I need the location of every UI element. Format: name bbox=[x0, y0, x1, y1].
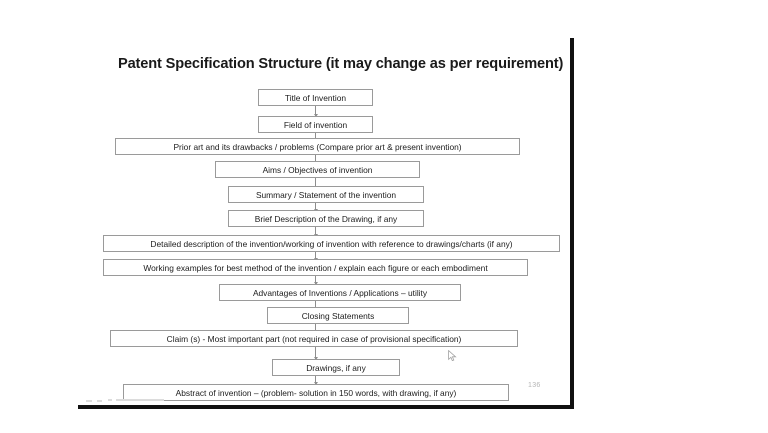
page-title: Patent Specification Structure (it may c… bbox=[118, 56, 564, 72]
flow-node-title-of-invention[interactable]: Title of Invention bbox=[258, 89, 373, 106]
slide-right-border bbox=[570, 38, 574, 409]
connector-arrow-12 bbox=[313, 376, 318, 385]
connector-arrow-8 bbox=[313, 276, 318, 285]
flow-node-drawings[interactable]: Drawings, if any bbox=[272, 359, 400, 376]
scan-artifact bbox=[97, 400, 102, 402]
flow-node-detailed-description[interactable]: Detailed description of the invention/wo… bbox=[103, 235, 560, 252]
flow-node-aims-objectives[interactable]: Aims / Objectives of invention bbox=[215, 161, 420, 178]
flow-node-claims[interactable]: Claim (s) - Most important part (not req… bbox=[110, 330, 518, 347]
flow-node-field-of-invention[interactable]: Field of invention bbox=[258, 116, 373, 133]
scan-artifact bbox=[86, 400, 92, 402]
connector-arrow-11 bbox=[313, 347, 318, 360]
flow-node-brief-description-drawing[interactable]: Brief Description of the Drawing, if any bbox=[228, 210, 424, 227]
flow-node-summary-statement[interactable]: Summary / Statement of the invention bbox=[228, 186, 424, 203]
flow-node-prior-art[interactable]: Prior art and its drawbacks / problems (… bbox=[115, 138, 520, 155]
flow-node-working-examples[interactable]: Working examples for best method of the … bbox=[103, 259, 528, 276]
scan-artifact bbox=[116, 399, 164, 401]
flow-node-advantages[interactable]: Advantages of Inventions / Applications … bbox=[219, 284, 461, 301]
slide-page-number: 136 bbox=[528, 382, 541, 389]
flow-node-abstract[interactable]: Abstract of invention – (problem- soluti… bbox=[123, 384, 509, 401]
mouse-cursor-icon bbox=[448, 350, 457, 361]
slide-bottom-border bbox=[78, 405, 574, 409]
flow-node-closing-statements[interactable]: Closing Statements bbox=[267, 307, 409, 324]
connector-arrow-1 bbox=[313, 106, 318, 117]
scan-artifact bbox=[108, 399, 112, 401]
